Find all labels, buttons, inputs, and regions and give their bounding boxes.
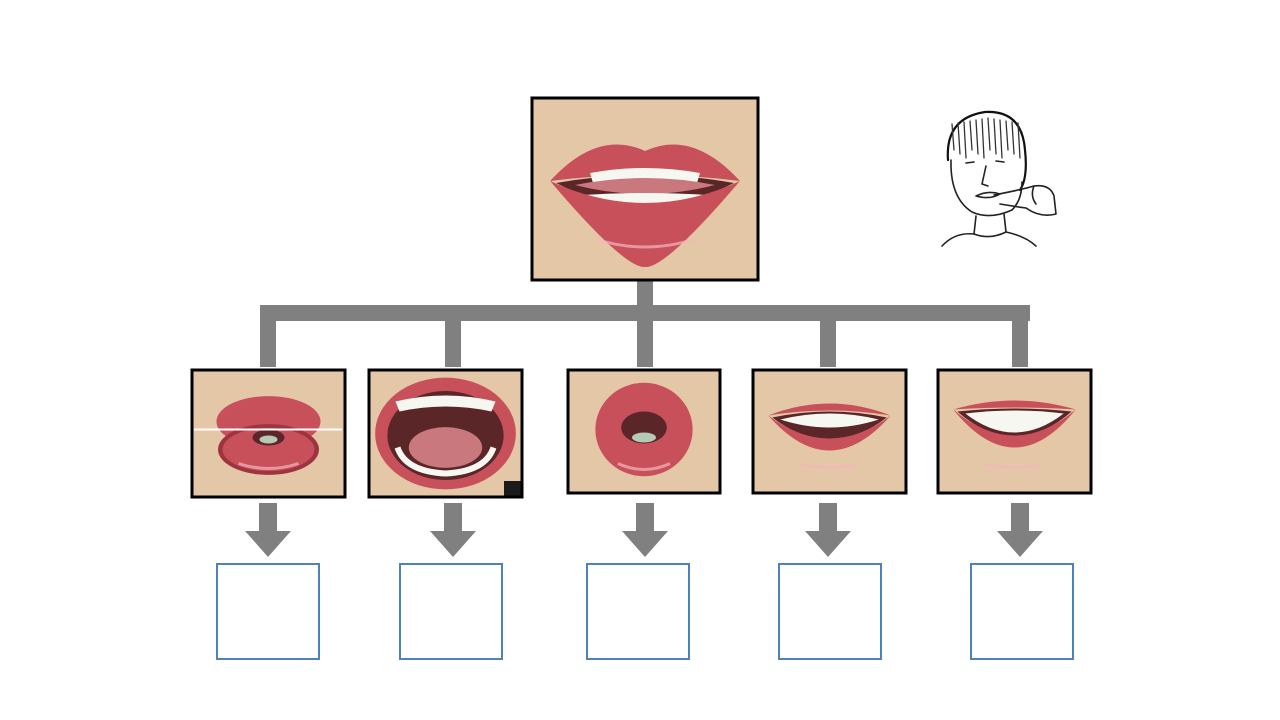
mouth-broad-smile-photo [936,368,1093,495]
upper-lip [768,403,891,416]
upper-teeth [395,395,496,412]
teeth [965,410,1064,433]
teeth [780,413,879,428]
connector-drop [445,313,461,367]
teeth-glimpse [632,432,656,443]
photo-frame [530,96,760,282]
down-arrow-icon [805,503,851,557]
mouth-smile-teeth-photo [751,368,908,495]
mouth-round-o-photo [566,368,722,495]
mouth-open-teeth-photo [530,96,760,282]
lip-highlight [617,462,671,471]
answer-box[interactable] [399,563,503,660]
mouth-opening [621,411,667,444]
lip-highlight [799,462,860,469]
photo-frame [751,368,908,495]
lower-teeth [394,446,497,477]
answer-box[interactable] [778,563,882,660]
upper-lip [953,400,1076,410]
mouth-pursed-lips-photo [190,368,347,499]
connector-drop [637,313,653,367]
lower-lip [953,409,1076,448]
photo-frame [190,368,347,499]
mouth-wide-open-photo [367,368,524,499]
lower-lip [768,415,891,451]
answer-box[interactable] [216,563,320,660]
lip-highlight [238,462,299,470]
lower-lip-fill [222,427,315,472]
connector-drop [1012,313,1028,367]
connector-drop [260,313,276,367]
lip-highlight [984,462,1045,469]
down-arrow-icon [245,503,291,557]
down-arrow-icon [997,503,1043,557]
photo-frame [936,368,1093,495]
photo-frame [566,368,722,495]
answer-box[interactable] [970,563,1074,660]
answer-box[interactable] [586,563,690,660]
tongue [575,178,715,194]
down-arrow-icon [430,503,476,557]
connector-tree [260,280,1030,367]
dark-corner [504,481,522,497]
person-finger-in-mouth-sketch [941,110,1057,247]
tongue [408,427,483,468]
lower-lip [550,181,740,268]
down-arrow-icon [622,503,668,557]
lip-highlight [594,237,696,249]
photo-frame [367,368,524,499]
teeth-glimpse [259,435,278,444]
connector-drop [820,313,836,367]
